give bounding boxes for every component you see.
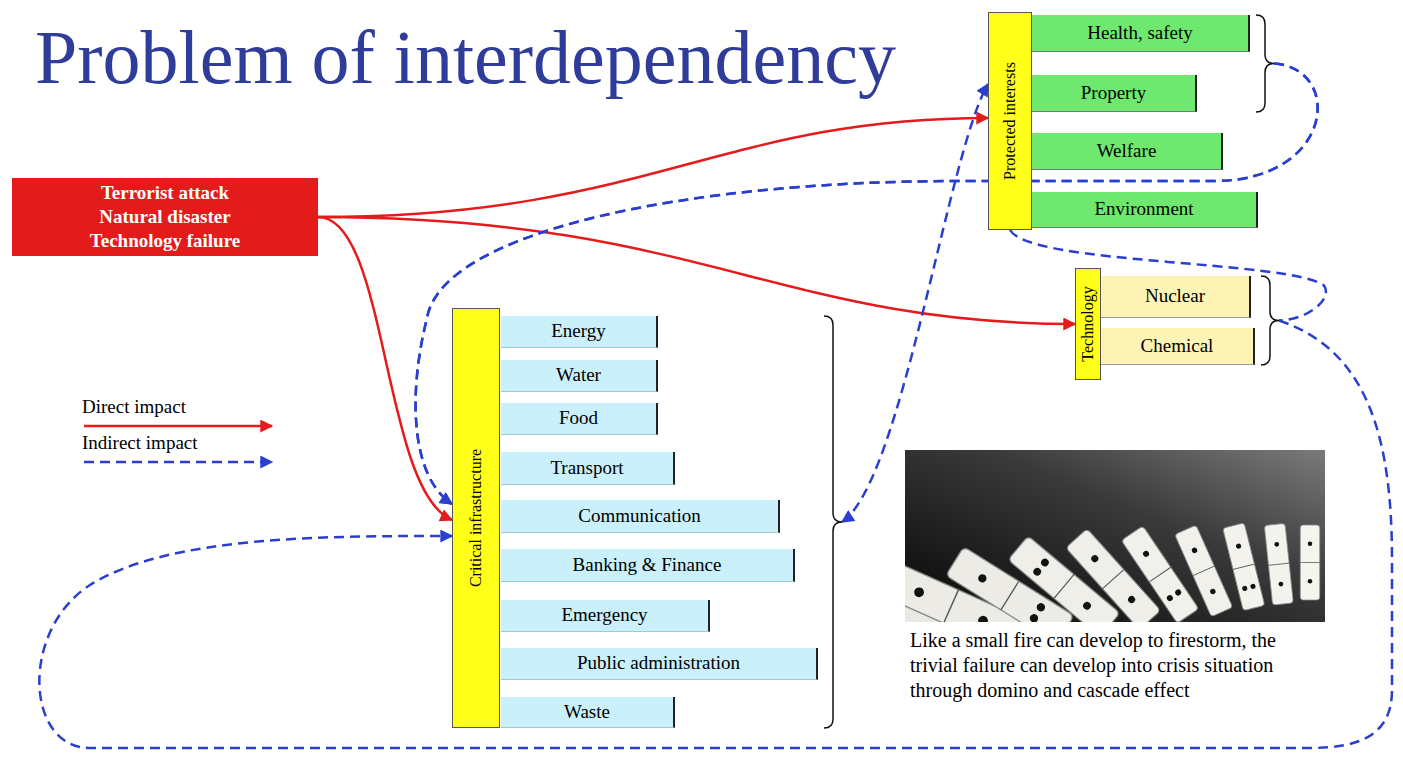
indirect-impact-arrow — [416, 64, 1318, 505]
domino-photo — [905, 450, 1325, 622]
infrastructure-box: Emergency — [501, 600, 710, 632]
indirect-impact-arrow — [39, 321, 1392, 749]
infrastructure-box: Transport — [501, 452, 675, 485]
node-text: Natural disaster — [99, 205, 230, 229]
infrastructure-box: Banking & Finance — [501, 549, 795, 582]
bracket — [824, 316, 842, 728]
node-text: Energy — [551, 320, 606, 343]
node-text: Health, safety — [1087, 22, 1193, 45]
node-text: Food — [559, 407, 598, 430]
infrastructure-box: Communication — [501, 500, 780, 533]
node-text: Water — [556, 364, 601, 387]
bracket — [1256, 15, 1274, 112]
node-text: Nuclear — [1145, 285, 1205, 308]
caption-note: Like a small fire can develop to firesto… — [910, 628, 1325, 703]
node-text: Environment — [1094, 198, 1193, 221]
diagram-title: Problem of interdependency — [35, 14, 896, 101]
infrastructure-box: Waste — [501, 697, 675, 728]
direct-impact-arrow — [318, 118, 988, 217]
node-text: Welfare — [1097, 140, 1157, 163]
node-text: Protected interests — [1000, 62, 1019, 180]
node-text: Transport — [550, 457, 623, 480]
node-text: Chemical — [1141, 335, 1214, 358]
indirect-impact-arrow — [1010, 230, 1326, 321]
indirect-impact-arrow — [842, 84, 988, 522]
category-bar: Protected interests — [988, 12, 1032, 230]
legend-indirect-line — [84, 461, 272, 464]
direct-impact-arrow — [318, 217, 1075, 324]
node-text: Waste — [564, 701, 610, 724]
infrastructure-box: Energy — [501, 316, 658, 348]
indirect-impact-arrow — [416, 64, 1318, 505]
node-text: Emergency — [561, 604, 647, 627]
legend-direct-line — [84, 425, 272, 428]
technology-box: Nuclear — [1101, 276, 1251, 318]
legend-text: Direct impact — [82, 396, 186, 418]
interest-box: Property — [1032, 75, 1197, 112]
node-text: Property — [1081, 82, 1146, 105]
category-bar: Critical infrastructure — [452, 308, 500, 728]
interest-box: Environment — [1032, 192, 1258, 228]
hazard-box: Terrorist attackNatural disasterTechnolo… — [12, 178, 318, 256]
infrastructure-box: Food — [501, 403, 658, 435]
interest-box: Welfare — [1032, 133, 1223, 170]
category-bar: Technology — [1075, 268, 1101, 380]
infrastructure-box: Public administration — [501, 648, 818, 680]
connector-layer — [39, 64, 1392, 749]
node-text: Technology failure — [90, 229, 240, 253]
interest-box: Health, safety — [1032, 15, 1250, 52]
legend-text: Indirect impact — [82, 432, 198, 454]
technology-box: Chemical — [1101, 328, 1255, 365]
node-text: Critical infrastructure — [466, 449, 485, 587]
bracket — [1261, 276, 1279, 365]
node-text: Public administration — [577, 652, 740, 675]
direct-impact-arrow — [318, 217, 452, 520]
node-text: Terrorist attack — [101, 181, 229, 205]
node-text: Banking & Finance — [573, 554, 722, 577]
node-text: Technology — [1078, 286, 1097, 361]
node-text: Communication — [578, 505, 700, 528]
infrastructure-box: Water — [501, 360, 658, 392]
